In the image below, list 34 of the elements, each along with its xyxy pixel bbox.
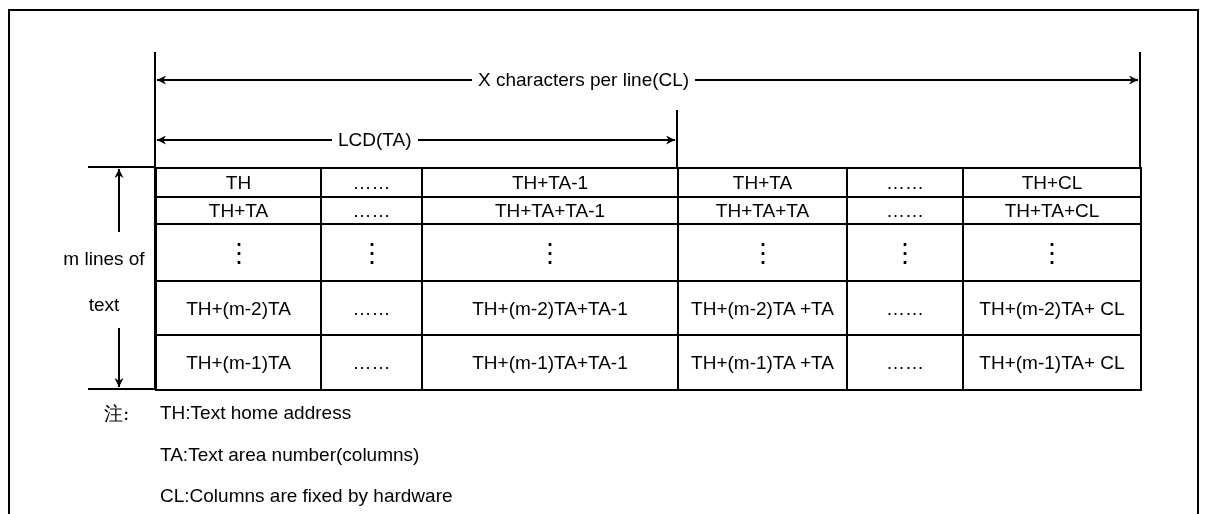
address-cell: …… [321, 168, 422, 197]
address-cell: TH+CL [963, 168, 1141, 197]
address-cell: TH+TA [156, 197, 321, 224]
address-cell: …… [847, 197, 963, 224]
address-cell: TH+TA+TA-1 [422, 197, 678, 224]
address-cell: ⋮ [678, 224, 847, 281]
address-cell: …… [847, 281, 963, 335]
address-cell: ⋮ [422, 224, 678, 281]
address-cell: ⋮ [156, 224, 321, 281]
address-cell: TH+TA [678, 168, 847, 197]
note-text: TA:Text area number(columns) [160, 444, 420, 466]
address-cell: TH [156, 168, 321, 197]
note-text: TH:Text home address [160, 402, 352, 424]
address-cell: …… [847, 335, 963, 390]
address-cell: ⋮ [321, 224, 422, 281]
address-cell: TH+(m-2)TA+TA-1 [422, 281, 678, 335]
address-cell: TH+(m-2)TA [156, 281, 321, 335]
address-cell: ⋮ [847, 224, 963, 281]
address-cell: TH+(m-2)TA +TA [678, 281, 847, 335]
address-cell: TH+(m-1)TA+TA-1 [422, 335, 678, 390]
address-cell: …… [321, 281, 422, 335]
address-cell: TH+TA+CL [963, 197, 1141, 224]
address-cell: TH+(m-1)TA +TA [678, 335, 847, 390]
note-marker: 注: [104, 402, 130, 424]
address-cell: TH+(m-1)TA [156, 335, 321, 390]
address-cell: …… [321, 197, 422, 224]
address-cell: …… [847, 168, 963, 197]
address-cell: TH+TA-1 [422, 168, 678, 197]
address-cell: …… [321, 335, 422, 390]
address-cell: TH+(m-2)TA+ CL [963, 281, 1141, 335]
note-text: CL:Columns are fixed by hardware [160, 485, 453, 507]
address-cell: TH+TA+TA [678, 197, 847, 224]
address-cell: TH+(m-1)TA+ CL [963, 335, 1141, 390]
address-cell: ⋮ [963, 224, 1141, 281]
